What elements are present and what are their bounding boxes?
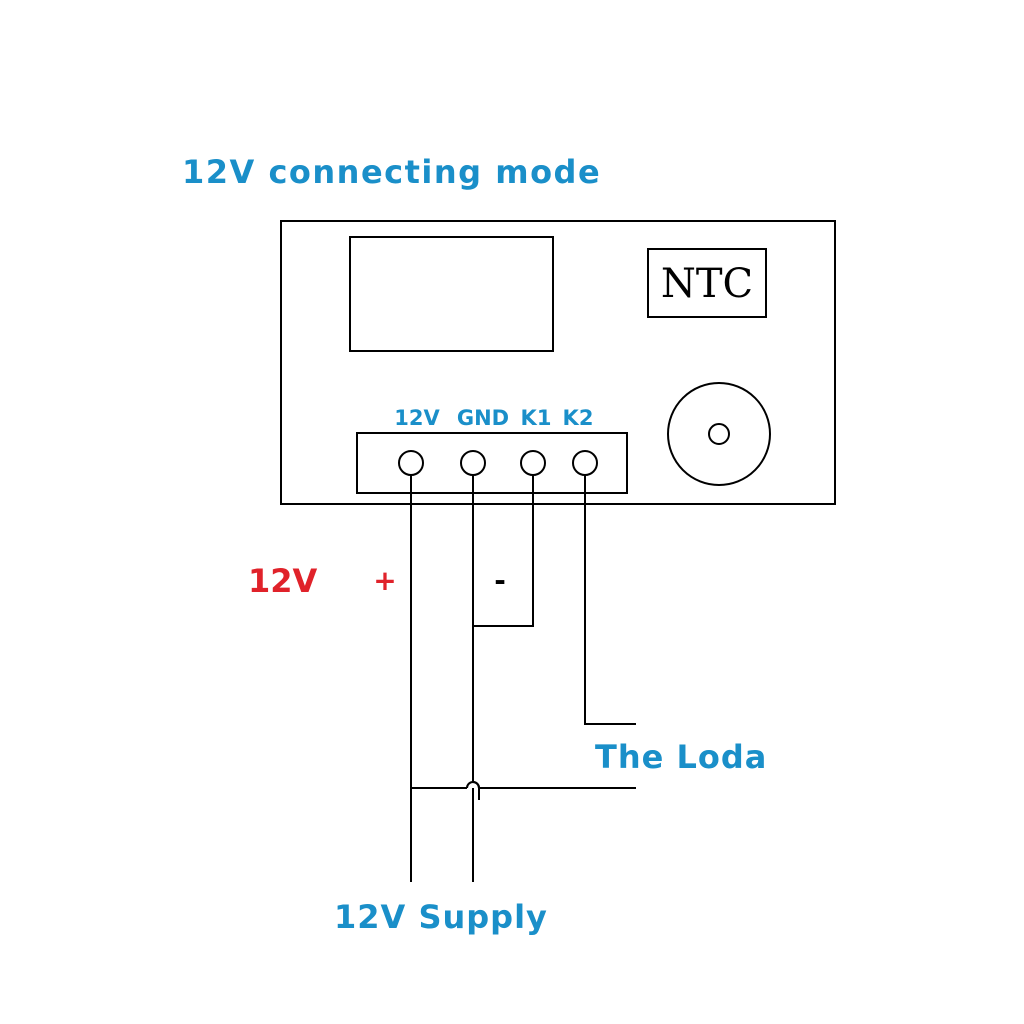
supply-voltage-label: 12V bbox=[248, 562, 318, 600]
terminal-label-k2: K2 bbox=[563, 406, 594, 430]
supply-plus-sign: + bbox=[373, 564, 396, 597]
terminal-screw-12v bbox=[398, 450, 424, 476]
display-window bbox=[349, 236, 554, 352]
load-label: The Loda bbox=[595, 738, 767, 776]
ntc-sensor-box bbox=[647, 248, 767, 318]
terminal-block bbox=[356, 432, 628, 494]
wire-k2-to-load bbox=[584, 475, 636, 725]
module-enclosure bbox=[280, 220, 836, 505]
terminal-label-k1: K1 bbox=[521, 406, 552, 430]
knob-outer-ring bbox=[667, 382, 771, 486]
terminal-screw-gnd bbox=[460, 450, 486, 476]
wire-k1-to-gnd bbox=[473, 475, 534, 627]
supply-minus-sign: - bbox=[494, 564, 506, 597]
terminal-label-gnd: GND bbox=[457, 406, 509, 430]
terminal-screw-k1 bbox=[520, 450, 546, 476]
terminal-screw-k2 bbox=[572, 450, 598, 476]
wire-crossover-hop bbox=[466, 781, 480, 789]
diagram-title: 12V connecting mode bbox=[182, 153, 601, 191]
terminal-label-12v: 12V bbox=[394, 406, 440, 430]
knob-center-dot bbox=[708, 423, 730, 445]
ntc-sensor-label: NTC bbox=[661, 261, 753, 307]
supply-label: 12V Supply bbox=[334, 898, 548, 936]
